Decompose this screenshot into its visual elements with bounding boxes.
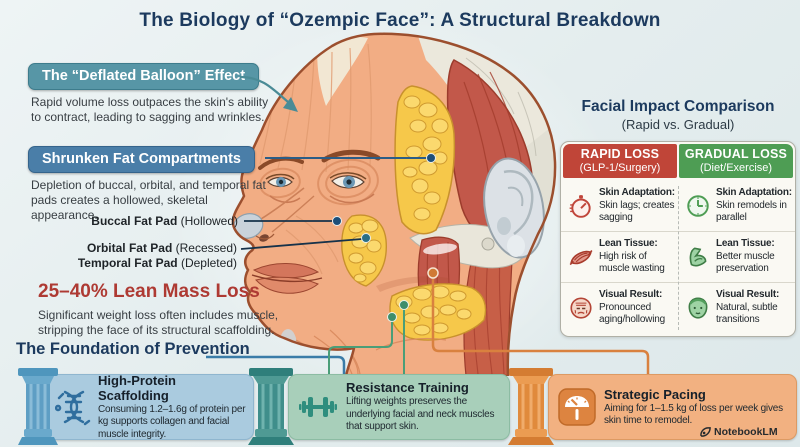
dumbbell-icon: [299, 397, 337, 417]
panel-title: Resistance Training: [346, 380, 469, 396]
comparison-card: RAPID LOSS (GLP-1/Surgery) GRADUAL LOSS …: [560, 141, 796, 337]
gradual-loss-header: GRADUAL LOSS (Diet/Exercise): [679, 144, 793, 178]
bicep-icon: [689, 247, 707, 267]
cell-rapid-visual: Visual Result:Pronounced aging/hollowing: [561, 282, 678, 333]
fresh-face-icon: [688, 297, 708, 319]
attribution-label: NotebookLM: [714, 426, 778, 438]
column-pillar-orange-icon: [508, 368, 554, 445]
lean-mass-loss-title: 25–40% Lean Mass Loss: [38, 281, 260, 302]
column-pillar-blue-icon: [18, 368, 58, 445]
column-pillar-teal-icon: [248, 368, 294, 445]
stopwatch-icon: [569, 195, 591, 218]
muscle-icon: [569, 250, 593, 266]
notebooklm-logo-icon: [700, 426, 711, 437]
cell-rapid-skin: Skin Adaptation:Skin lags; creates saggi…: [561, 181, 678, 231]
attribution: NotebookLM: [700, 426, 778, 438]
comparison-header-row: RAPID LOSS (GLP-1/Surgery) GRADUAL LOSS …: [561, 142, 795, 180]
panel-body: Aiming for 1–1.5 kg of loss per week giv…: [604, 402, 783, 427]
dna-icon: [55, 390, 91, 426]
cell-rapid-lean: Lean Tissue:High risk of muscle wasting: [561, 231, 678, 282]
rapid-loss-header: RAPID LOSS (GLP-1/Surgery): [563, 144, 677, 178]
panel-strategic-pacing: Strategic Pacing Aiming for 1–1.5 kg of …: [548, 374, 797, 440]
panel-high-protein: High-Protein Scaffolding Consuming 1.2–1…: [46, 372, 254, 440]
panel-body: Consuming 1.2–1.6g of protein per kg sup…: [98, 403, 246, 440]
comparison-grid: Skin Adaptation:Skin lags; creates saggi…: [561, 180, 795, 336]
label-buccal-fat-pad: Buccal Fat Pad (Hollowed): [91, 214, 238, 228]
panel-title: Strategic Pacing: [604, 386, 706, 402]
scale-icon: [558, 388, 596, 426]
callout-shrunken-fat-body: Depletion of buccal, orbital, and tempor…: [31, 178, 266, 223]
callout-deflated-balloon-title: The “Deflated Balloon” Effect: [28, 63, 260, 90]
panel-body: Lifting weights preserves the underlying…: [346, 396, 495, 433]
lean-mass-loss-body: Significant weight loss often includes m…: [38, 308, 279, 338]
label-temporal-fat-pad: Temporal Fat Pad (Depleted): [77, 256, 237, 270]
clock-icon: [687, 195, 709, 217]
callout-shrunken-fat-title: Shrunken Fat Compartments: [28, 146, 255, 173]
ear: [483, 157, 545, 259]
cell-gradual-skin: Skin Adaptation:Skin remodels in paralle…: [678, 181, 795, 231]
comparison-title: Facial Impact Comparison: [581, 98, 775, 115]
page-title: The Biology of “Ozempic Face”: A Structu…: [139, 10, 661, 31]
foundation-of-prevention-title: The Foundation of Prevention: [16, 340, 250, 358]
label-orbital-fat-pad: Orbital Fat Pad (Recessed): [86, 241, 237, 255]
callout-deflated-balloon-body: Rapid volume loss outpaces the skin's ab…: [31, 95, 269, 125]
cell-gradual-visual: Visual Result:Natural, subtle transition…: [678, 282, 795, 333]
panel-resistance-training: Resistance Training Lifting weights pres…: [288, 374, 510, 440]
comparison-heading: Facial Impact Comparison (Rapid vs. Grad…: [558, 98, 798, 132]
comparison-subtitle: (Rapid vs. Gradual): [621, 117, 735, 132]
cell-gradual-lean: Lean Tissue:Better muscle preservation: [678, 231, 795, 282]
panel-title: High-Protein Scaffolding: [98, 372, 176, 403]
aged-face-icon: [570, 297, 592, 319]
